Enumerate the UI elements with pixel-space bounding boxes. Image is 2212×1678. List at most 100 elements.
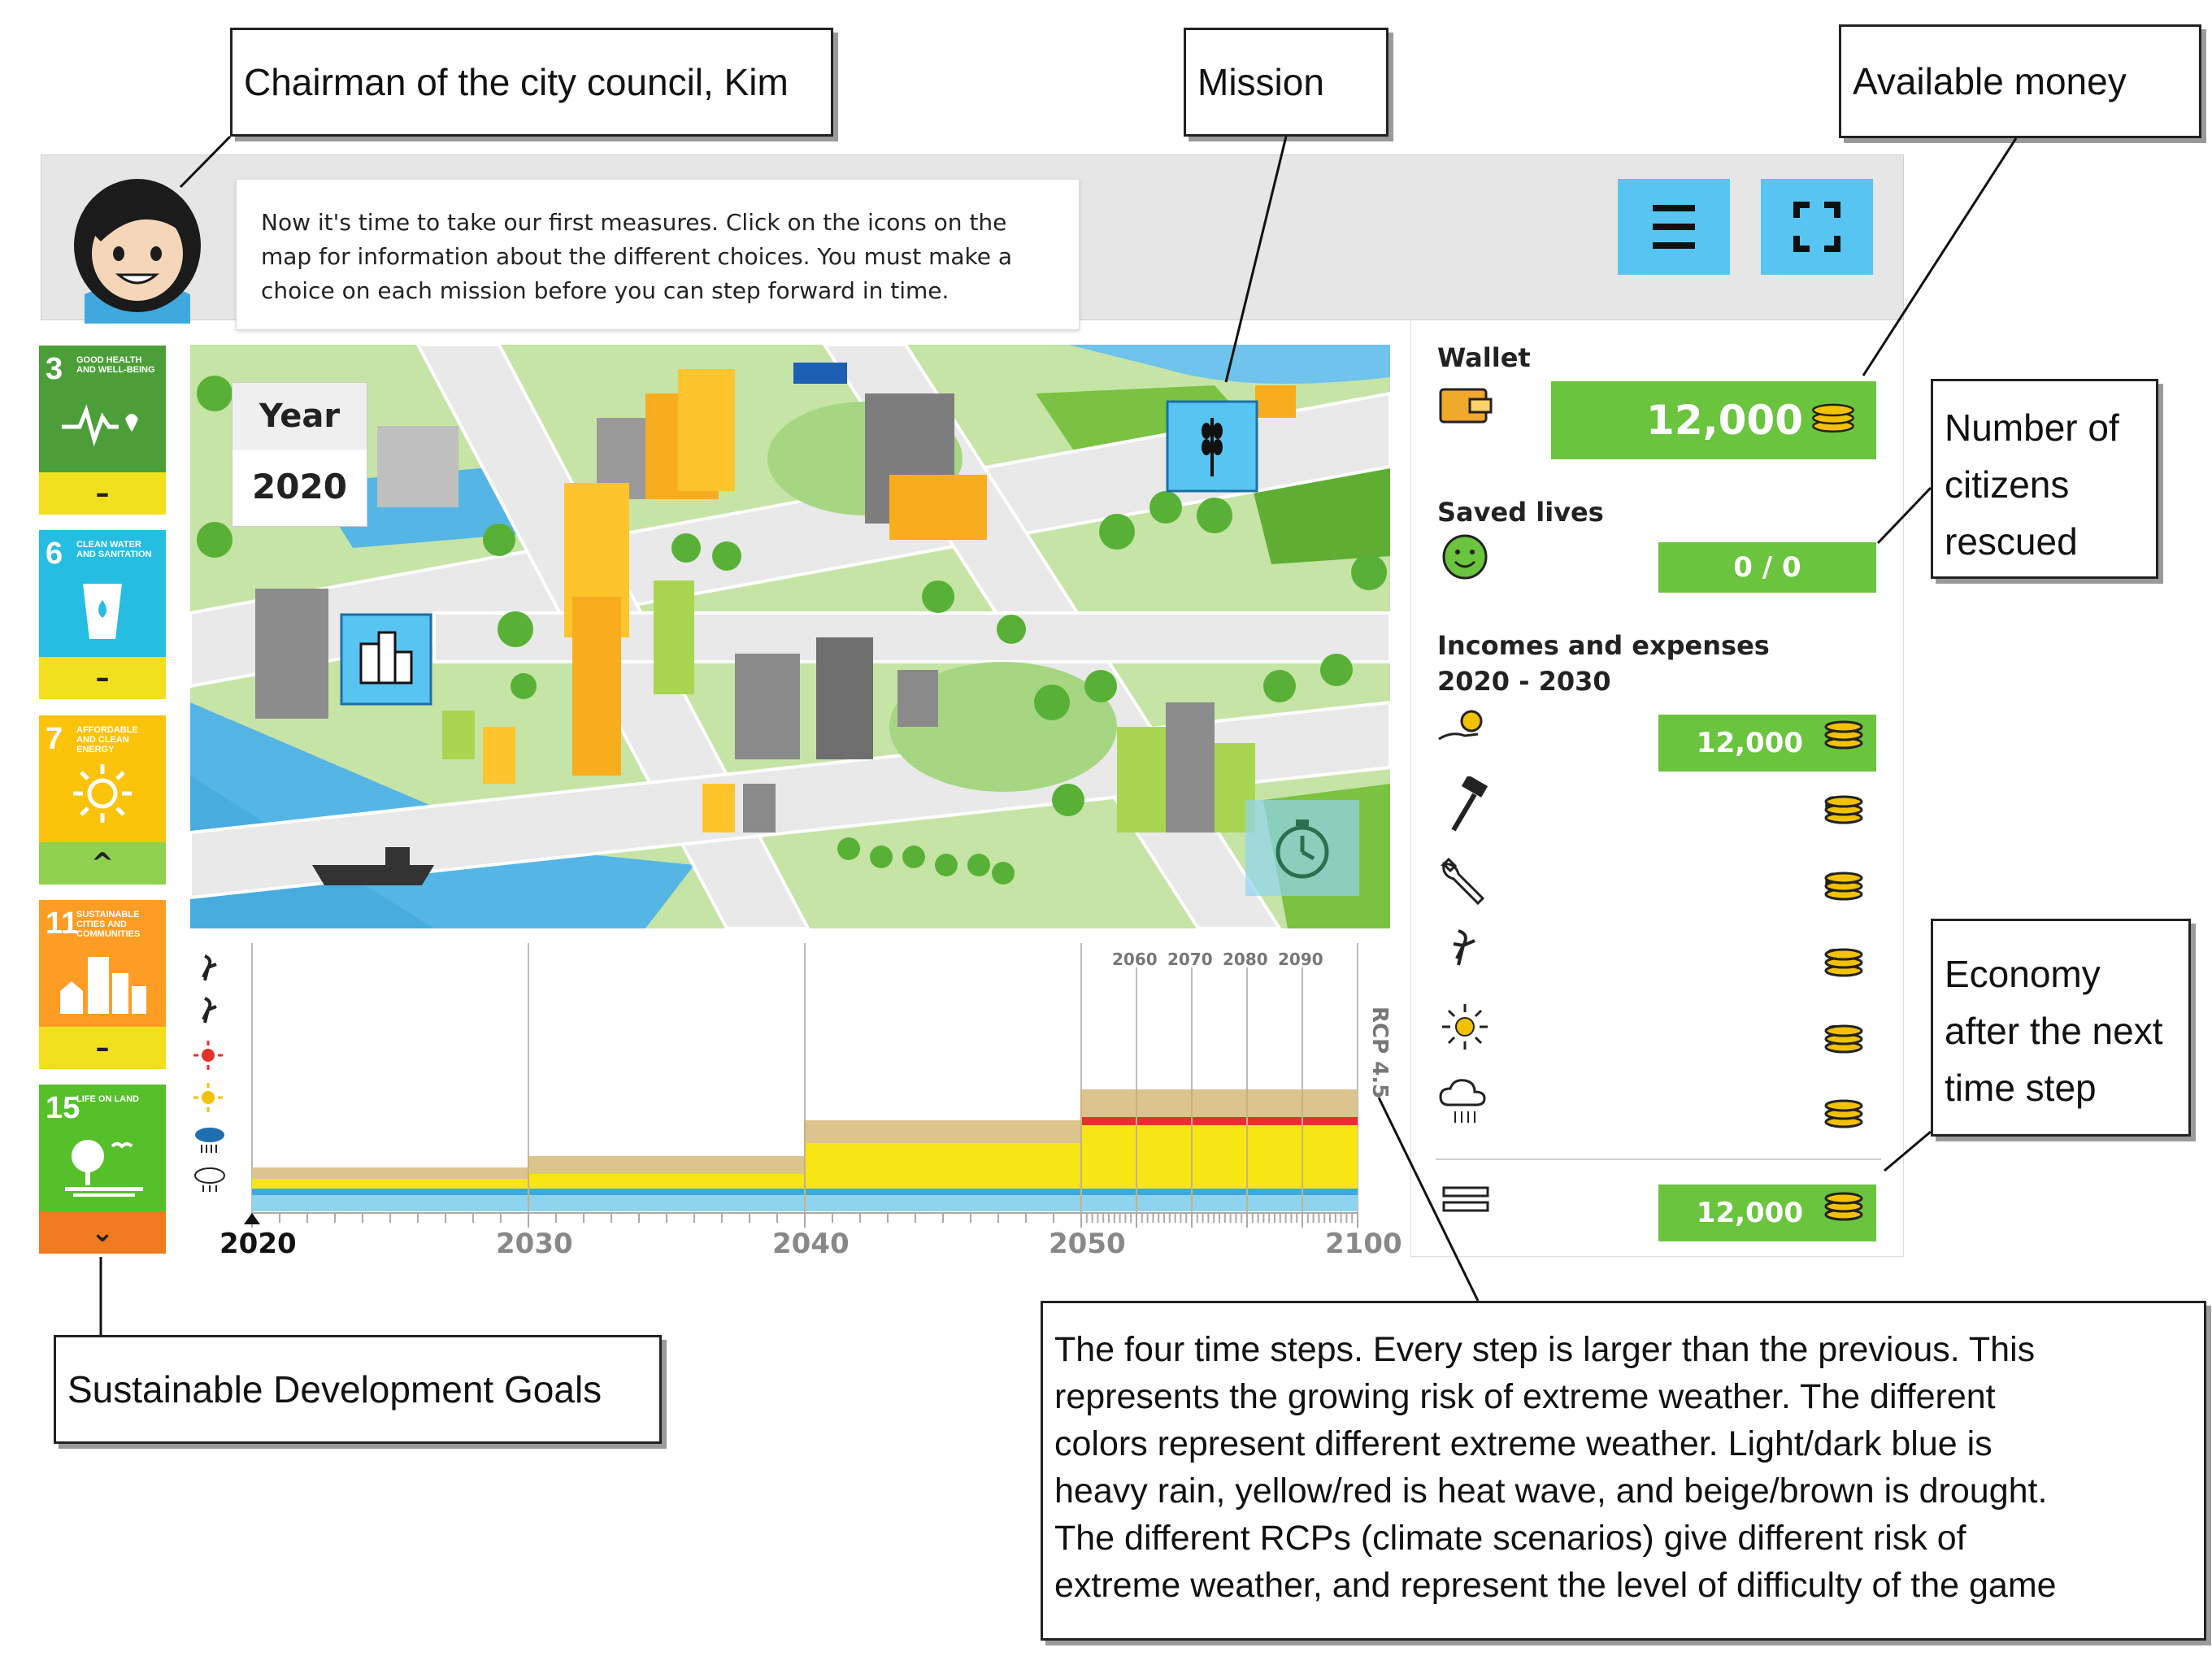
coins-icon xyxy=(1824,720,1863,750)
sdg-indicator[interactable]: ⌄ xyxy=(39,1211,166,1254)
callout-economy: Economy after the next time step xyxy=(1931,919,2191,1137)
callout-economy-line: time step xyxy=(1945,1067,2097,1109)
timeline[interactable]: 2020 2030 2040 2050 2100 2060 2070 2080 … xyxy=(190,943,1410,1268)
timeline-tick-label: 2100 xyxy=(1325,1228,1402,1260)
wallet-value: 12,000 xyxy=(1551,381,1876,459)
water-glass-icon xyxy=(83,584,122,639)
wallet-icon xyxy=(1439,388,1493,424)
callout-timesteps-line: extreme weather, and represent the level… xyxy=(1054,1566,2057,1605)
incomes-period: 2020 - 2030 xyxy=(1437,666,1611,697)
callout-citizens-line: Number of xyxy=(1945,406,2119,449)
power-sun-icon xyxy=(73,764,132,823)
stopwatch-icon[interactable] xyxy=(1245,800,1359,896)
callout-citizens-line: citizens xyxy=(1945,463,2070,506)
sdg-title: AFFORDABLE AND CLEAN ENERGY xyxy=(76,725,138,754)
sdg-tile: 6 CLEAN WATER AND SANITATION xyxy=(39,530,166,657)
hammer-icon xyxy=(1451,776,1488,832)
sdg-tile: 3 GOOD HEALTH AND WELL-BEING xyxy=(39,346,166,472)
chevron-down-icon: ⌄ xyxy=(90,1216,115,1249)
equals-icon xyxy=(1442,1186,1489,1212)
callout-mission-text: Mission xyxy=(1197,60,1324,103)
callout-economy-line: after the next xyxy=(1945,1010,2163,1052)
sdg-indicator-value: – xyxy=(95,662,110,694)
mission-wheat-icon[interactable] xyxy=(1167,402,1257,491)
year-label: Year xyxy=(232,383,367,450)
callout-available-money: Available money xyxy=(1839,24,2201,138)
sun-icon xyxy=(1442,1004,1488,1050)
sdg-card-3[interactable]: 3 GOOD HEALTH AND WELL-BEING – xyxy=(39,346,166,515)
total-amount: 12,000 xyxy=(1696,1197,1803,1229)
sdg-indicator: ^ xyxy=(39,842,166,885)
tree-birds-icon xyxy=(65,1140,143,1197)
timeline-subtick-label: 2090 xyxy=(1278,950,1323,969)
timeline-subtick-label: 2080 xyxy=(1223,950,1268,969)
drought-figure-icon xyxy=(202,997,217,1024)
sdg-indicator-value: – xyxy=(95,477,110,510)
smiley-icon xyxy=(1442,534,1488,580)
hamburger-menu-icon xyxy=(1653,205,1695,249)
sdg-card-15[interactable]: 15 LIFE ON LAND ⌄ xyxy=(39,1085,166,1255)
callout-available-money-text: Available money xyxy=(1853,59,2127,102)
callout-timesteps-line: heavy rain, yellow/red is heat wave, and… xyxy=(1054,1472,2048,1511)
sdg-tile: 11 SUSTAINABLE CITIES AND COMMUNITIES xyxy=(39,900,166,1027)
income-hand-coins-icon xyxy=(1438,710,1483,741)
coins-icon xyxy=(1824,1192,1863,1221)
sdg-number: 15 xyxy=(46,1091,80,1125)
wallet-amount: 12,000 xyxy=(1646,397,1803,444)
sdg-card-6[interactable]: 6 CLEAN WATER AND SANITATION – xyxy=(39,530,166,699)
avatar[interactable] xyxy=(60,172,215,324)
wrench-icon xyxy=(1441,857,1485,906)
timeline-tick-label: 2050 xyxy=(1049,1228,1126,1260)
sdg-card-11[interactable]: 11 SUSTAINABLE CITIES AND COMMUNITIES – xyxy=(39,900,166,1069)
sdg-number: 6 xyxy=(46,537,63,571)
callout-timesteps: The four time steps. Every step is large… xyxy=(1041,1301,2206,1641)
year-value: 2020 xyxy=(252,467,347,506)
rain-cloud-icon xyxy=(1439,1079,1486,1123)
timeline-chart xyxy=(244,943,1358,1228)
callout-citizens: Number of citizens rescued xyxy=(1931,379,2158,579)
saved-lives-value: 0 / 0 xyxy=(1658,542,1876,593)
heat-sun-yellow-icon xyxy=(193,1083,223,1112)
year-badge: Year 2020 xyxy=(232,382,367,527)
mayor-speech-bubble: Now it's time to take our first measures… xyxy=(236,179,1080,330)
city-buildings-icon xyxy=(60,957,146,1014)
callout-timesteps-line: colors represent different extreme weath… xyxy=(1054,1424,1993,1463)
rain-cloud-icon xyxy=(194,1167,225,1192)
coins-icon xyxy=(1824,1024,1863,1054)
sdg-number: 11 xyxy=(46,906,79,941)
sdg-indicator: – xyxy=(39,1027,166,1069)
callout-economy-line: Economy xyxy=(1945,953,2101,995)
sdg-tile: 15 LIFE ON LAND xyxy=(39,1085,166,1211)
sdg-indicator-value: ^ xyxy=(90,847,115,880)
drought-figure-icon xyxy=(1453,929,1475,966)
coins-icon xyxy=(1824,872,1863,901)
menu-button[interactable] xyxy=(1618,179,1730,275)
panel-divider xyxy=(1436,1159,1881,1160)
sdg-card-7[interactable]: 7 AFFORDABLE AND CLEAN ENERGY ^ xyxy=(39,715,166,885)
sdg-number: 3 xyxy=(46,352,63,386)
timeline-tick-label: 2020 xyxy=(219,1228,297,1260)
heavy-rain-icon xyxy=(195,1128,224,1153)
callout-timesteps-line: represents the growing risk of extreme w… xyxy=(1054,1377,1996,1416)
callout-timesteps-line: The four time steps. Every step is large… xyxy=(1054,1330,2036,1369)
sdg-indicator-value: – xyxy=(95,1032,110,1064)
income-amount: 12,000 xyxy=(1696,727,1803,759)
drought-figure-icon xyxy=(202,954,217,981)
callout-sdg-text: Sustainable Development Goals xyxy=(67,1367,602,1411)
sdg-title: LIFE ON LAND xyxy=(76,1094,139,1104)
callout-mission: Mission xyxy=(1184,28,1388,137)
timeline-tick-label: 2040 xyxy=(772,1228,850,1260)
coins-icon xyxy=(1824,948,1863,977)
sdg-number: 7 xyxy=(46,722,63,756)
saved-lives-label: Saved lives xyxy=(1437,497,1604,528)
callout-chairman: Chairman of the city council, Kim xyxy=(230,28,833,137)
callout-chairman-text: Chairman of the city council, Kim xyxy=(244,60,789,103)
mission-buildings-icon[interactable] xyxy=(341,615,431,704)
sdg-title: SUSTAINABLE CITIES AND COMMUNITIES xyxy=(76,910,141,939)
sdg-title: CLEAN WATER AND SANITATION xyxy=(76,540,152,559)
sdg-tile: 7 AFFORDABLE AND CLEAN ENERGY xyxy=(39,715,166,842)
fullscreen-button[interactable] xyxy=(1761,179,1873,275)
callout-citizens-line: rescued xyxy=(1945,520,2078,563)
coins-icon xyxy=(1824,1099,1863,1128)
